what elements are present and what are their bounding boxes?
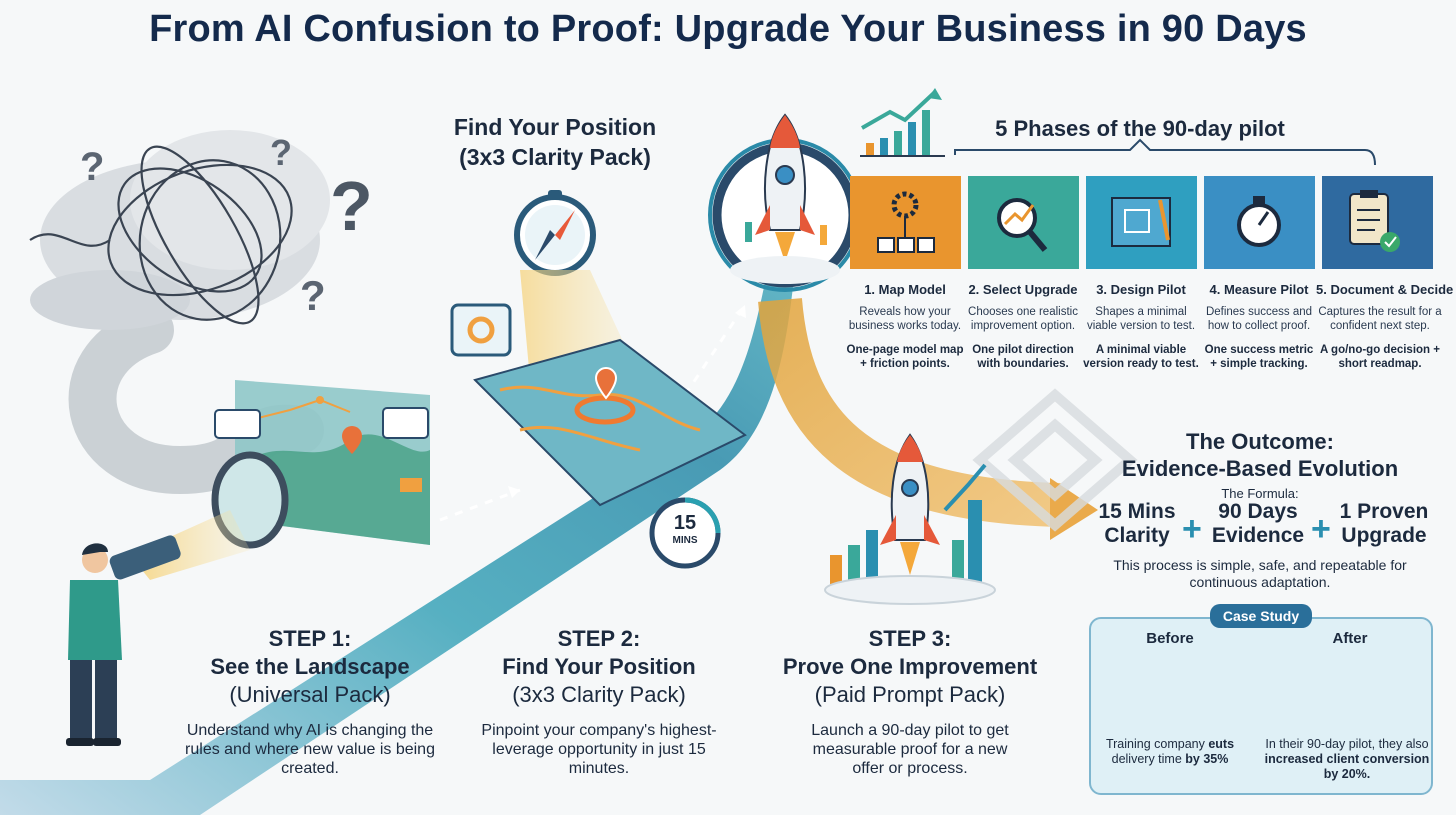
phase-output: One-page model map + friction points. — [846, 344, 964, 370]
phase-output: One success metric + simple tracking. — [1204, 344, 1314, 370]
step-desc: Launch a 90-day pilot to get measurable … — [811, 722, 1009, 777]
step-pack: (3x3 Clarity Pack) — [512, 682, 686, 707]
svg-text:?: ? — [330, 167, 373, 245]
find-position-line2: (3x3 Clarity Pack) — [459, 144, 651, 170]
case-right-bold: increased client conversion by 20%. — [1264, 752, 1430, 781]
phase-name: 4. Measure Pilot — [1209, 282, 1309, 297]
case-after-label: After — [1332, 630, 1368, 647]
case-study-badge: Case Study — [1210, 604, 1312, 628]
page-title: From AI Confusion to Proof: Upgrade Your… — [149, 8, 1307, 50]
phase-2: 2. Select Upgrade Chooses one realistic … — [964, 282, 1082, 371]
step-desc: Pinpoint your company's highest-leverage… — [481, 722, 717, 777]
step-label: STEP 2: — [557, 626, 641, 651]
svg-text:?: ? — [300, 272, 326, 319]
svg-text:?: ? — [270, 132, 292, 173]
step-1: STEP 1: See the Landscape (Universal Pac… — [185, 625, 435, 778]
person — [66, 543, 122, 746]
timer-number: 15 — [673, 512, 697, 534]
svg-text:?: ? — [80, 145, 104, 189]
phase-desc: Captures the result for a confident next… — [1318, 306, 1442, 332]
step-label: STEP 1: — [268, 626, 352, 651]
orange-arc — [758, 298, 1061, 527]
phase-output: A go/no-go decision + short readmap. — [1319, 344, 1440, 370]
step-2: STEP 2: Find Your Position (3x3 Clarity … — [478, 625, 720, 778]
case-left-mid: delivery time — [1111, 752, 1186, 766]
outcome-title-line1: The Outcome: — [1186, 429, 1334, 454]
step-pack: (Paid Prompt Pack) — [814, 682, 1006, 707]
formula-term-2: 90 Days Evidence — [1207, 500, 1309, 548]
phase-desc: Defines success and how to collect proof… — [1205, 306, 1313, 332]
timer-unit: MINS — [672, 535, 698, 546]
timer-badge: 15 MINS — [655, 512, 715, 550]
step-desc: Understand why AI is changing the rules … — [185, 722, 435, 777]
phase-desc: Chooses one realistic improvement option… — [968, 306, 1078, 332]
step-3: STEP 3: Prove One Improvement (Paid Prom… — [770, 625, 1050, 778]
rocket-launch — [824, 433, 996, 605]
phase-3: 3. Design Pilot Shapes a minimal viable … — [1082, 282, 1200, 371]
phase-desc: Reveals how your business works today. — [848, 306, 962, 332]
growth-chart-icon-top — [860, 88, 945, 157]
main-road — [0, 230, 800, 815]
case-left-bold2: by 35% — [1185, 752, 1229, 766]
step-title: See the Landscape — [210, 654, 410, 679]
phase-name: 1. Map Model — [864, 282, 946, 297]
formula-plus-2: + — [1311, 510, 1331, 548]
step-pack: (Universal Pack) — [229, 682, 391, 707]
map — [450, 303, 747, 507]
formula-term-1: 15 Mins Clarity — [1092, 500, 1182, 548]
step-label: STEP 3: — [868, 626, 952, 651]
case-left-bold1: euts — [1208, 737, 1235, 751]
formula-plus-1: + — [1182, 510, 1202, 548]
phase-name: 5. Document & Decide — [1316, 282, 1454, 297]
phases-bracket — [954, 138, 1376, 166]
case-left-pre: Training company — [1105, 737, 1209, 751]
outcome-title: The Outcome: Evidence-Based Evolution — [1110, 428, 1410, 482]
formula-term-line1: 1 Proven — [1339, 500, 1429, 523]
phase-5: 5. Document & Decide Captures the result… — [1316, 282, 1454, 371]
phase-tiles — [850, 176, 1433, 269]
formula-term-line2: Clarity — [1104, 524, 1170, 547]
case-right-pre: In their 90-day pilot, they also — [1265, 737, 1429, 751]
formula-term-line2: Evidence — [1211, 524, 1305, 547]
compass — [514, 190, 596, 276]
phase-output: One pilot direction with boundaries. — [972, 344, 1074, 370]
phase-name: 2. Select Upgrade — [968, 282, 1078, 297]
step-title: Find Your Position — [502, 654, 696, 679]
phase-desc: Shapes a minimal viable version to test. — [1086, 306, 1196, 332]
telescope — [109, 451, 289, 580]
case-after-text: In their 90-day pilot, they also increas… — [1262, 737, 1432, 782]
outcome-note: This process is simple, safe, and repeat… — [1113, 557, 1407, 590]
phase-1: 1. Map Model Reveals how your business w… — [846, 282, 964, 371]
phase-4: 4. Measure Pilot Defines success and how… — [1200, 282, 1318, 371]
diamond-watermark — [972, 388, 1138, 532]
find-position-heading: Find Your Position (3x3 Clarity Pack) — [420, 112, 690, 172]
phases-title: 5 Phases of the 90-day pilot — [995, 116, 1285, 141]
formula-label: The Formula: — [1221, 486, 1299, 501]
formula-term-line1: 90 Days — [1218, 500, 1298, 523]
formula-term-3: 1 Proven Upgrade — [1335, 500, 1433, 548]
rocket-circle-top — [708, 113, 862, 292]
phase-name: 3. Design Pilot — [1096, 282, 1186, 297]
formula-term-line1: 15 Mins — [1098, 500, 1176, 523]
formula-term-line2: Upgrade — [1341, 524, 1427, 547]
phase-output: A minimal viable version ready to test. — [1083, 344, 1199, 370]
find-position-line1: Find Your Position — [453, 114, 657, 140]
step-title: Prove One Improvement — [782, 654, 1038, 679]
outcome-title-line2: Evidence-Based Evolution — [1121, 456, 1399, 481]
case-before-text: Training company euts delivery time by 3… — [1095, 737, 1245, 767]
road-dashes — [439, 488, 521, 522]
case-before-label: Before — [1146, 630, 1194, 647]
confusion-cloud: ? ? ? ? — [29, 130, 373, 330]
